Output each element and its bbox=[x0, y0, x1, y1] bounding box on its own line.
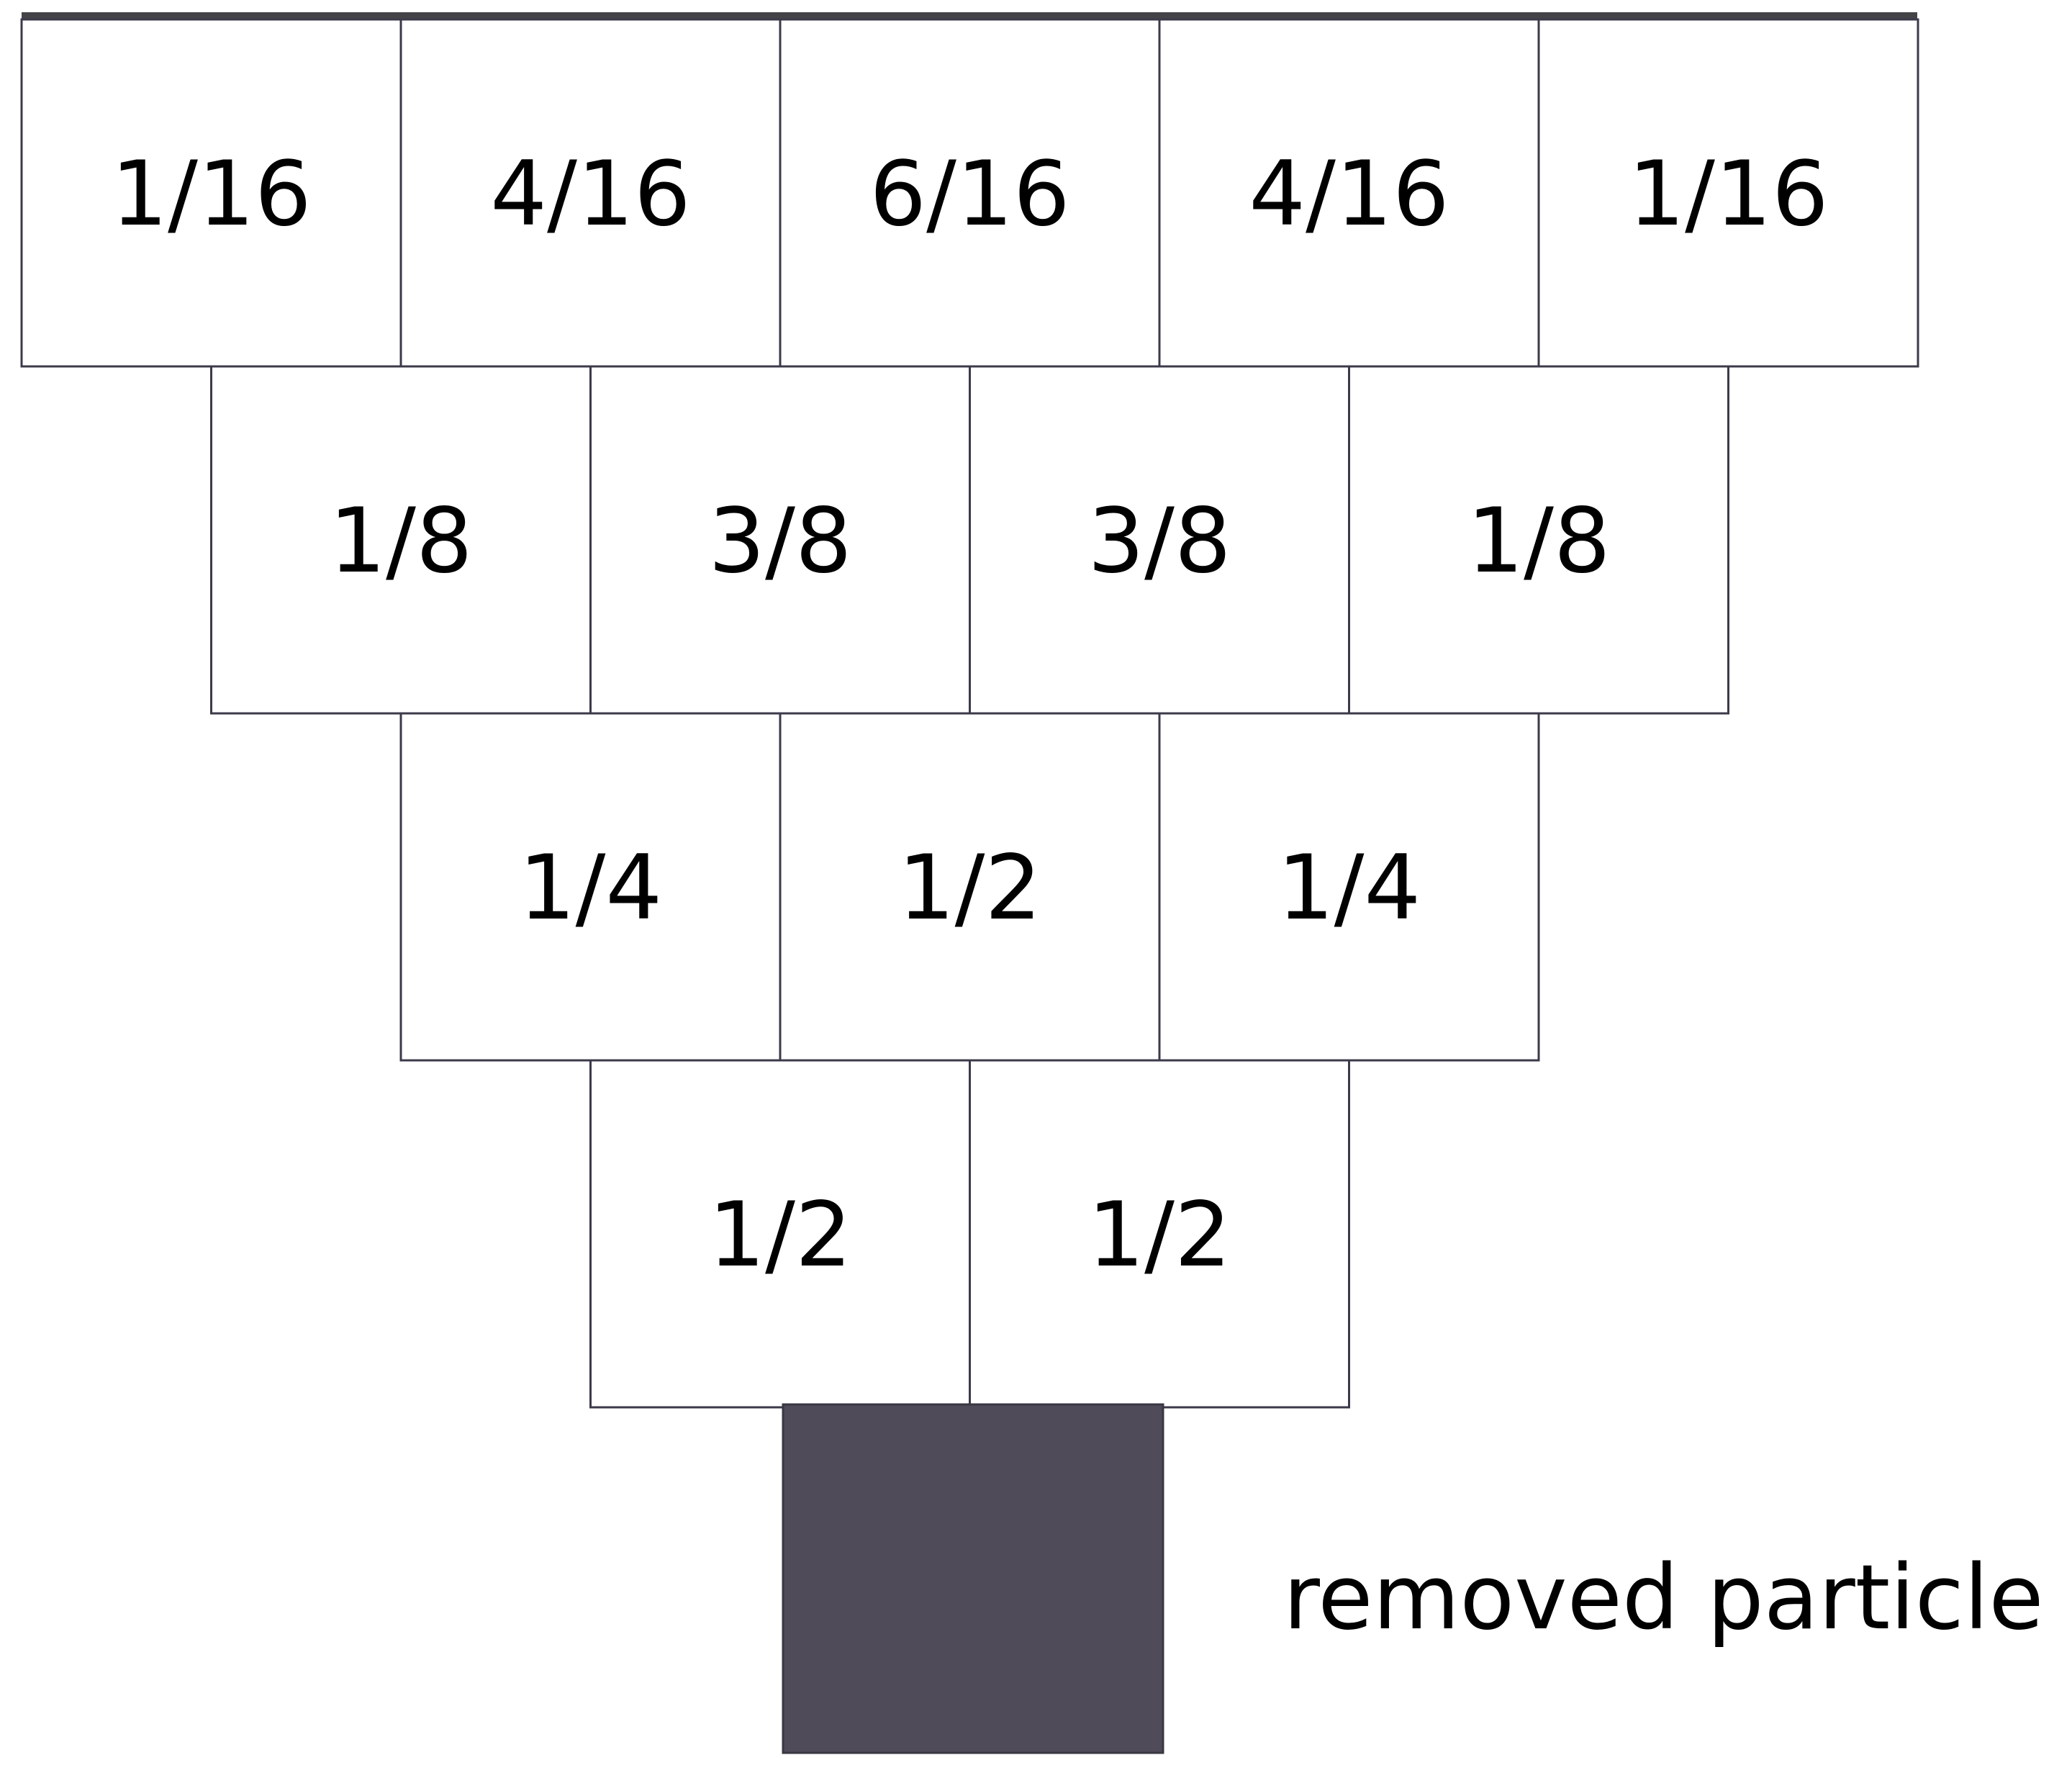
cell-grid: 1/16 4/16 6/16 4/16 1/16 1/8 3/8 3/8 1/8 1/4 1/2 1/… bbox=[20, 18, 1919, 1409]
cell-fraction-label: 3/8 bbox=[1087, 490, 1231, 593]
cell-box bbox=[399, 712, 782, 1062]
cell-box bbox=[589, 1059, 971, 1409]
cell-fraction-label: 1/2 bbox=[708, 1183, 852, 1287]
cell-box bbox=[969, 365, 1350, 715]
cell-fraction-label: 1/8 bbox=[1467, 490, 1611, 593]
cell-fraction-label: 1/16 bbox=[1628, 143, 1828, 246]
cell-box bbox=[969, 1059, 1350, 1409]
cell-fraction-label: 1/8 bbox=[329, 490, 473, 593]
cell-fraction-label: 1/4 bbox=[519, 836, 663, 940]
cell-box bbox=[399, 18, 782, 368]
cell-fraction-label: 4/16 bbox=[1249, 143, 1449, 246]
removed-particle-block bbox=[782, 1403, 1164, 1754]
cell-box bbox=[1348, 365, 1729, 715]
cell-fraction-label: 1/16 bbox=[111, 143, 311, 246]
cell-box bbox=[1158, 712, 1540, 1062]
cell-box bbox=[779, 712, 1161, 1062]
cell-fraction-label: 1/2 bbox=[898, 836, 1042, 940]
removed-particle-label: removed particle bbox=[1283, 1546, 2044, 1650]
cell-fraction-label: 4/16 bbox=[490, 143, 690, 246]
cell-fraction-label: 6/16 bbox=[869, 143, 1069, 246]
cell-fraction-label: 1/2 bbox=[1087, 1183, 1231, 1287]
cell-box bbox=[1537, 18, 1919, 368]
cell-box bbox=[210, 365, 592, 715]
cell-fraction-label: 1/4 bbox=[1277, 836, 1421, 940]
cell-fraction-label: 3/8 bbox=[708, 490, 852, 593]
